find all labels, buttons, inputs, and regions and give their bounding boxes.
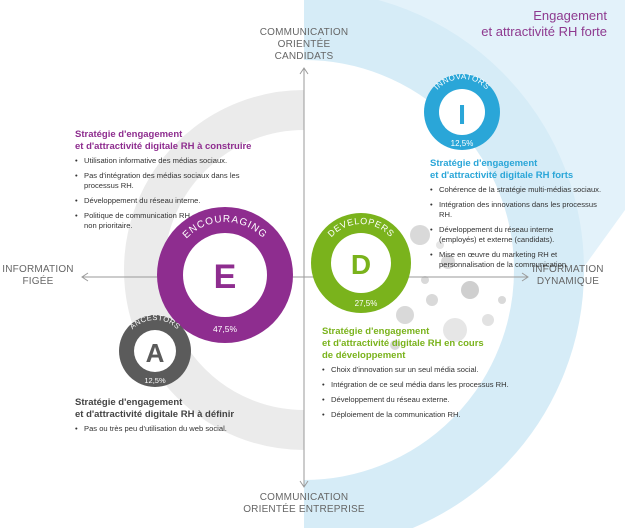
- list-item: Développement du réseau externe.: [322, 395, 522, 405]
- developers-title: Stratégie d'engagement et d'attractivité…: [322, 326, 484, 361]
- ancestors-letter: A: [146, 338, 165, 368]
- axes: [81, 67, 529, 488]
- innovators-list: Cohérence de la stratégie multi-médias s…: [430, 185, 612, 270]
- innovators-letter: I: [458, 99, 466, 130]
- list-item: Intégration des innovations dans les pro…: [430, 200, 612, 220]
- encouraging-title: Stratégie d'engagement et d'attractivité…: [75, 129, 252, 152]
- ancestors-description: Stratégie d'engagement et d'attractivité…: [75, 397, 275, 439]
- list-item: Pas ou très peu d'utilisation du web soc…: [75, 424, 275, 434]
- list-item: Mise en œuvre du marketing RH et personn…: [430, 250, 612, 270]
- list-item: Développement du réseau interne (employé…: [430, 225, 589, 245]
- developers-list: Choix d'innovation sur un seul média soc…: [322, 365, 522, 420]
- list-item: Cohérence de la stratégie multi-médias s…: [430, 185, 612, 195]
- list-item: Utilisation informative des médias socia…: [75, 156, 275, 166]
- axis-label-left: INFORMATION FIGÉE: [2, 264, 74, 287]
- encouraging-percent: 47,5%: [213, 324, 238, 334]
- list-item: Pas d'intégration des médias sociaux dan…: [75, 171, 275, 191]
- list-item: Développement du réseau interne.: [75, 196, 275, 206]
- developers-circle: DEVELOPERS D 27,5%: [311, 213, 411, 313]
- list-item: Déploiement de la communication RH.: [322, 410, 522, 420]
- encouraging-letter: E: [214, 258, 237, 296]
- grey-ring: [124, 90, 304, 450]
- ancestors-percent: 12,5%: [144, 376, 166, 385]
- encouraging-list: Utilisation informative des médias socia…: [75, 156, 275, 231]
- ancestors-title: Stratégie d'engagement et d'attractivité…: [75, 397, 235, 420]
- list-item: Intégration de ce seul média dans les pr…: [322, 380, 522, 390]
- developers-letter: D: [351, 249, 371, 280]
- corner-title: Engagement et attractivité RH forte: [481, 8, 607, 39]
- ancestors-circle: ANCESTORS A 12,5%: [119, 313, 191, 387]
- axis-label-top: COMMUNICATION ORIENTÉE CANDIDATS: [259, 27, 349, 62]
- developers-percent: 27,5%: [355, 299, 378, 308]
- innovators-description: Stratégie d'engagement et d'attractivité…: [430, 158, 612, 275]
- encouraging-description: Stratégie d'engagement et d'attractivité…: [75, 129, 275, 236]
- list-item: Choix d'innovation sur un seul média soc…: [322, 365, 522, 375]
- decor-dots: [390, 225, 506, 350]
- innovators-percent: 12,5%: [451, 139, 474, 148]
- ancestors-list: Pas ou très peu d'utilisation du web soc…: [75, 424, 275, 434]
- list-item: Politique de communication RH non priori…: [75, 211, 204, 231]
- innovators-circle: INNOVATORS I 12,5%: [424, 72, 500, 150]
- innovation-zone: [304, 0, 625, 528]
- developers-description: Stratégie d'engagement et d'attractivité…: [322, 326, 522, 425]
- innovators-title: Stratégie d'engagement et d'attractivité…: [430, 158, 574, 181]
- axis-label-bottom: COMMUNICATION ORIENTÉE ENTREPRISE: [243, 492, 365, 515]
